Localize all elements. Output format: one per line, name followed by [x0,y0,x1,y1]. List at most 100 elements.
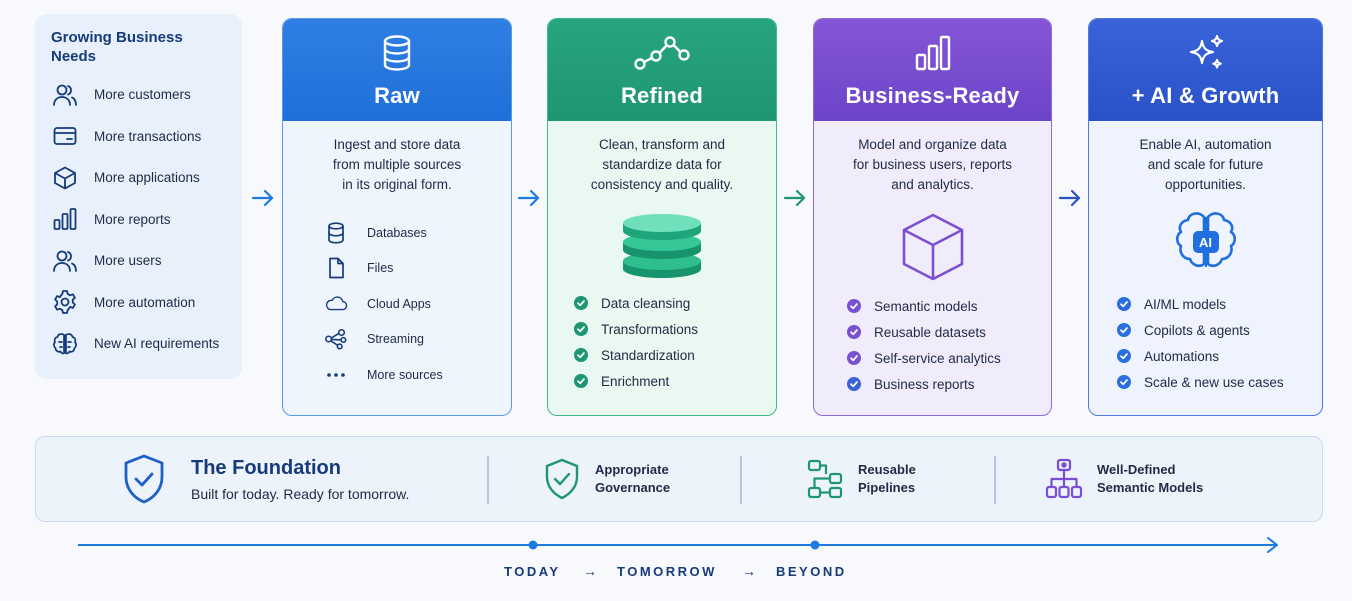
source-label: More sources [367,367,443,382]
stage-title: + AI & Growth [1131,83,1280,108]
check-label: Data cleansing [601,295,691,311]
list-item: Self-service analytics [847,345,1051,371]
desc-line: for business users, reports [852,157,1013,172]
pillar-label-line: Reusable [858,462,916,477]
check-label: Semantic models [874,298,978,314]
stage-title: Business-Ready [845,83,1020,108]
gear-icon [51,288,79,316]
divider [487,456,489,504]
desc-line: from multiple sources [332,157,462,172]
pillar-label: Well-Defined Semantic Models [1097,461,1203,497]
need-label: More automation [94,294,196,310]
hierarchy-icon [1045,457,1083,501]
timeline-separator: → [583,563,597,579]
pipeline-nodes-icon [632,31,692,75]
need-item: More users [51,240,226,282]
pillar-label-line: Pipelines [858,480,916,495]
stage-ai-growth: + AI & Growth Enable AI, automation and … [1088,18,1323,416]
needs-title: Growing Business Needs [51,29,183,65]
dots-icon [321,363,351,387]
check-label: Automations [1144,348,1220,364]
database-icon [321,221,351,245]
list-item: Data cleansing [574,290,776,316]
desc-line: and scale for future [1147,157,1264,172]
flow-arrow-icon [1057,187,1083,209]
check-circle-icon [1117,349,1131,363]
workflow-icon [806,457,844,501]
cube-icon [814,211,1051,287]
timeline-separator: → [742,563,756,579]
flow-arrow-icon [250,187,276,209]
check-list: AI/ML models Copilots & agents Automatio… [1089,291,1322,395]
source-label: Streaming [367,332,424,347]
check-label: Self-service analytics [874,350,1001,366]
need-label: More customers [94,87,191,103]
foundation-subtitle: Built for today. Ready for tomorrow. [191,486,410,502]
need-item: New AI requirements [51,323,226,365]
timeline-label-today: TODAY [504,564,561,579]
stage-header: Raw [283,19,511,121]
need-item: More reports [51,199,226,241]
list-item: Reusable datasets [847,319,1051,345]
stage-description: Model and organize data for business use… [814,121,1051,195]
check-label: Reusable datasets [874,324,986,340]
check-list: Data cleansing Transformations Standardi… [548,290,776,394]
list-item: Copilots & agents [1117,317,1322,343]
check-circle-icon [1117,323,1131,337]
source-list: Databases Files Cloud Apps Streaming Mor… [283,195,511,393]
shield-check-icon [121,453,167,505]
stage-description: Ingest and store data from multiple sour… [283,121,511,195]
desc-line: Model and organize data [858,137,1007,152]
need-item: More applications [51,157,226,199]
shield-check-icon [543,457,581,501]
list-item: More sources [321,357,511,393]
need-item: More automation [51,282,226,324]
desc-line: opportunities. [1164,177,1247,192]
check-circle-icon [847,351,861,365]
check-circle-icon [574,348,588,362]
check-circle-icon [574,374,588,388]
need-label: More reports [94,211,171,227]
ai-badge-label: AI [1199,235,1212,250]
list-item: Databases [321,215,511,251]
bar-chart-icon [913,31,953,75]
check-circle-icon [1117,297,1131,311]
bar-chart-icon [51,205,79,233]
pillar-label: Appropriate Governance [595,461,670,497]
timeline-label-tomorrow: TOMORROW [617,564,717,579]
check-circle-icon [847,325,861,339]
timeline-marker [810,540,820,550]
list-item: Standardization [574,342,776,368]
pillar-label-line: Well-Defined [1097,462,1176,477]
users-icon [51,81,79,109]
desc-line: in its original form. [342,177,452,192]
pillar-semantic-models: Well-Defined Semantic Models [1045,457,1203,501]
file-icon [321,256,351,280]
database-icon [377,31,417,75]
pillar-label-line: Appropriate [595,462,669,477]
flow-arrow-icon [782,187,808,209]
pillar-governance: Appropriate Governance [543,457,670,501]
check-circle-icon [847,299,861,313]
check-list: Semantic models Reusable datasets Self-s… [814,293,1051,397]
divider [994,456,996,504]
list-item: Streaming [321,322,511,358]
pillar-pipelines: Reusable Pipelines [806,457,916,501]
timeline-line [78,537,1278,553]
check-label: Business reports [874,376,975,392]
business-needs-panel: Growing Business Needs More customers Mo… [35,14,242,379]
stage-business-ready: Business-Ready Model and organize data f… [813,18,1052,416]
check-label: Scale & new use cases [1144,374,1284,390]
stage-header: Business-Ready [814,19,1051,121]
stage-title: Raw [374,83,420,108]
check-circle-icon [574,322,588,336]
list-item: Semantic models [847,293,1051,319]
desc-line: Ingest and store data [333,137,461,152]
list-item: Automations [1117,343,1322,369]
desc-line: Clean, transform and [598,137,726,152]
stage-description: Enable AI, automation and scale for futu… [1089,121,1322,195]
list-item: AI/ML models [1117,291,1322,317]
check-label: Enrichment [601,373,670,389]
share-icon [321,327,351,351]
list-item: Business reports [847,371,1051,397]
